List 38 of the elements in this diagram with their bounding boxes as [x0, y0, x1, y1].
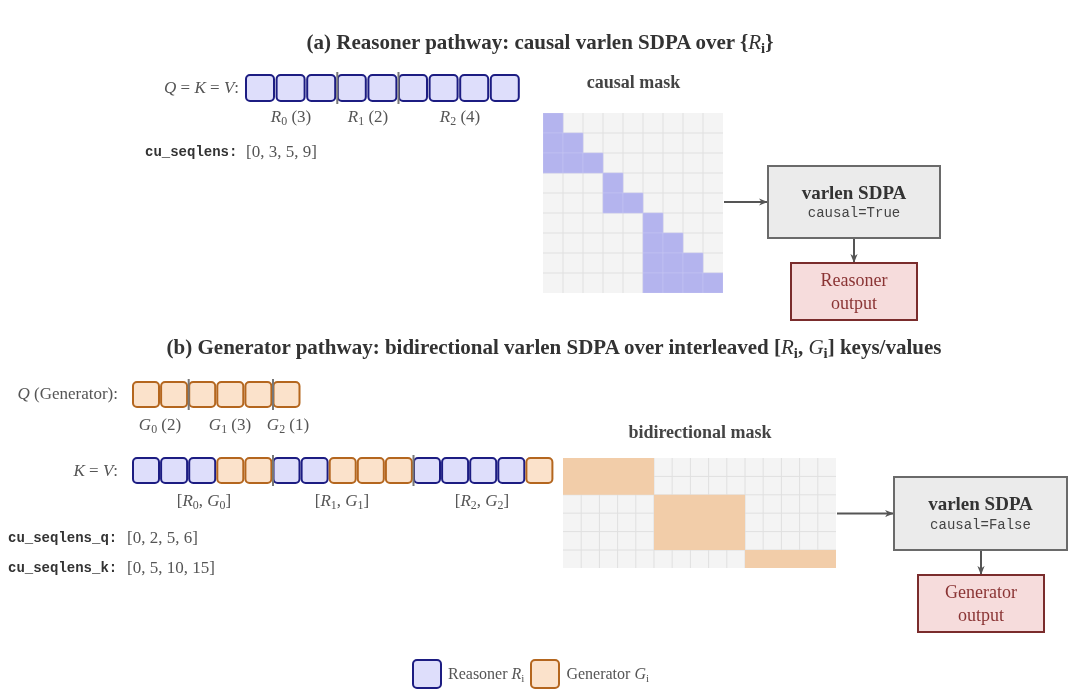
box-text: Generator output	[944, 581, 1018, 626]
segment-label: G$_{0}$ (2)	[138, 415, 182, 435]
arrow	[977, 550, 985, 575]
segment-label: R$_{2}$ (4)	[439, 107, 481, 127]
segment-label: R$_{0}$ (3)	[270, 107, 312, 127]
segment-label: G$_{2}$ (1)	[266, 415, 310, 435]
section-heading: (a) Reasoner pathway: causal varlen SDPA over {R$_{i}$}	[306, 29, 774, 55]
box-title: varlen SDPA	[928, 493, 1033, 516]
legend-label: Generator G$_{i}$	[566, 665, 650, 683]
arrow	[850, 238, 858, 263]
segment-label: [R$_{1}$, G$_{1}$]	[314, 491, 370, 511]
code-text: causal=True	[807, 204, 901, 223]
variable-name: cu_seqlens:	[145, 143, 238, 161]
mask-title: bidirectional mask	[628, 422, 772, 443]
segment-label: [R$_{2}$, G$_{2}$]	[454, 491, 510, 511]
sequence-label: Q = K = V:	[164, 78, 239, 98]
arrow	[723, 198, 768, 206]
segment-label: [R$_{0}$, G$_{0}$]	[176, 491, 232, 511]
array-value: [0, 3, 5, 9]	[246, 142, 317, 162]
mask-title: causal mask	[586, 72, 681, 93]
code-text: causal=False	[930, 515, 1031, 534]
segment-label: G$_{1}$ (3)	[208, 415, 252, 435]
arrow	[836, 509, 894, 518]
array-value: [0, 5, 10, 15]	[127, 558, 215, 578]
output-box	[790, 262, 918, 321]
array-value: [0, 2, 5, 6]	[127, 528, 198, 548]
legend-label: Reasoner R$_{i}$	[448, 665, 525, 683]
section-heading: (b) Generator pathway: bidirectional varlen SDPA over interleaved [R$_{i}$, G$_{i}$] keys/values	[166, 334, 942, 360]
process-box	[893, 476, 1068, 551]
output-box	[917, 574, 1045, 633]
segment-label: R$_{1}$ (2)	[347, 107, 389, 127]
box-text: Reasoner output	[819, 269, 889, 314]
box-title: varlen SDPA	[801, 181, 907, 205]
process-box	[767, 165, 941, 239]
sequence-label: Q (Generator):	[17, 384, 118, 404]
sequence-label: K = V:	[73, 461, 118, 481]
variable-name: cu_seqlens_q:	[8, 529, 118, 547]
variable-name: cu_seqlens_k:	[8, 559, 118, 577]
